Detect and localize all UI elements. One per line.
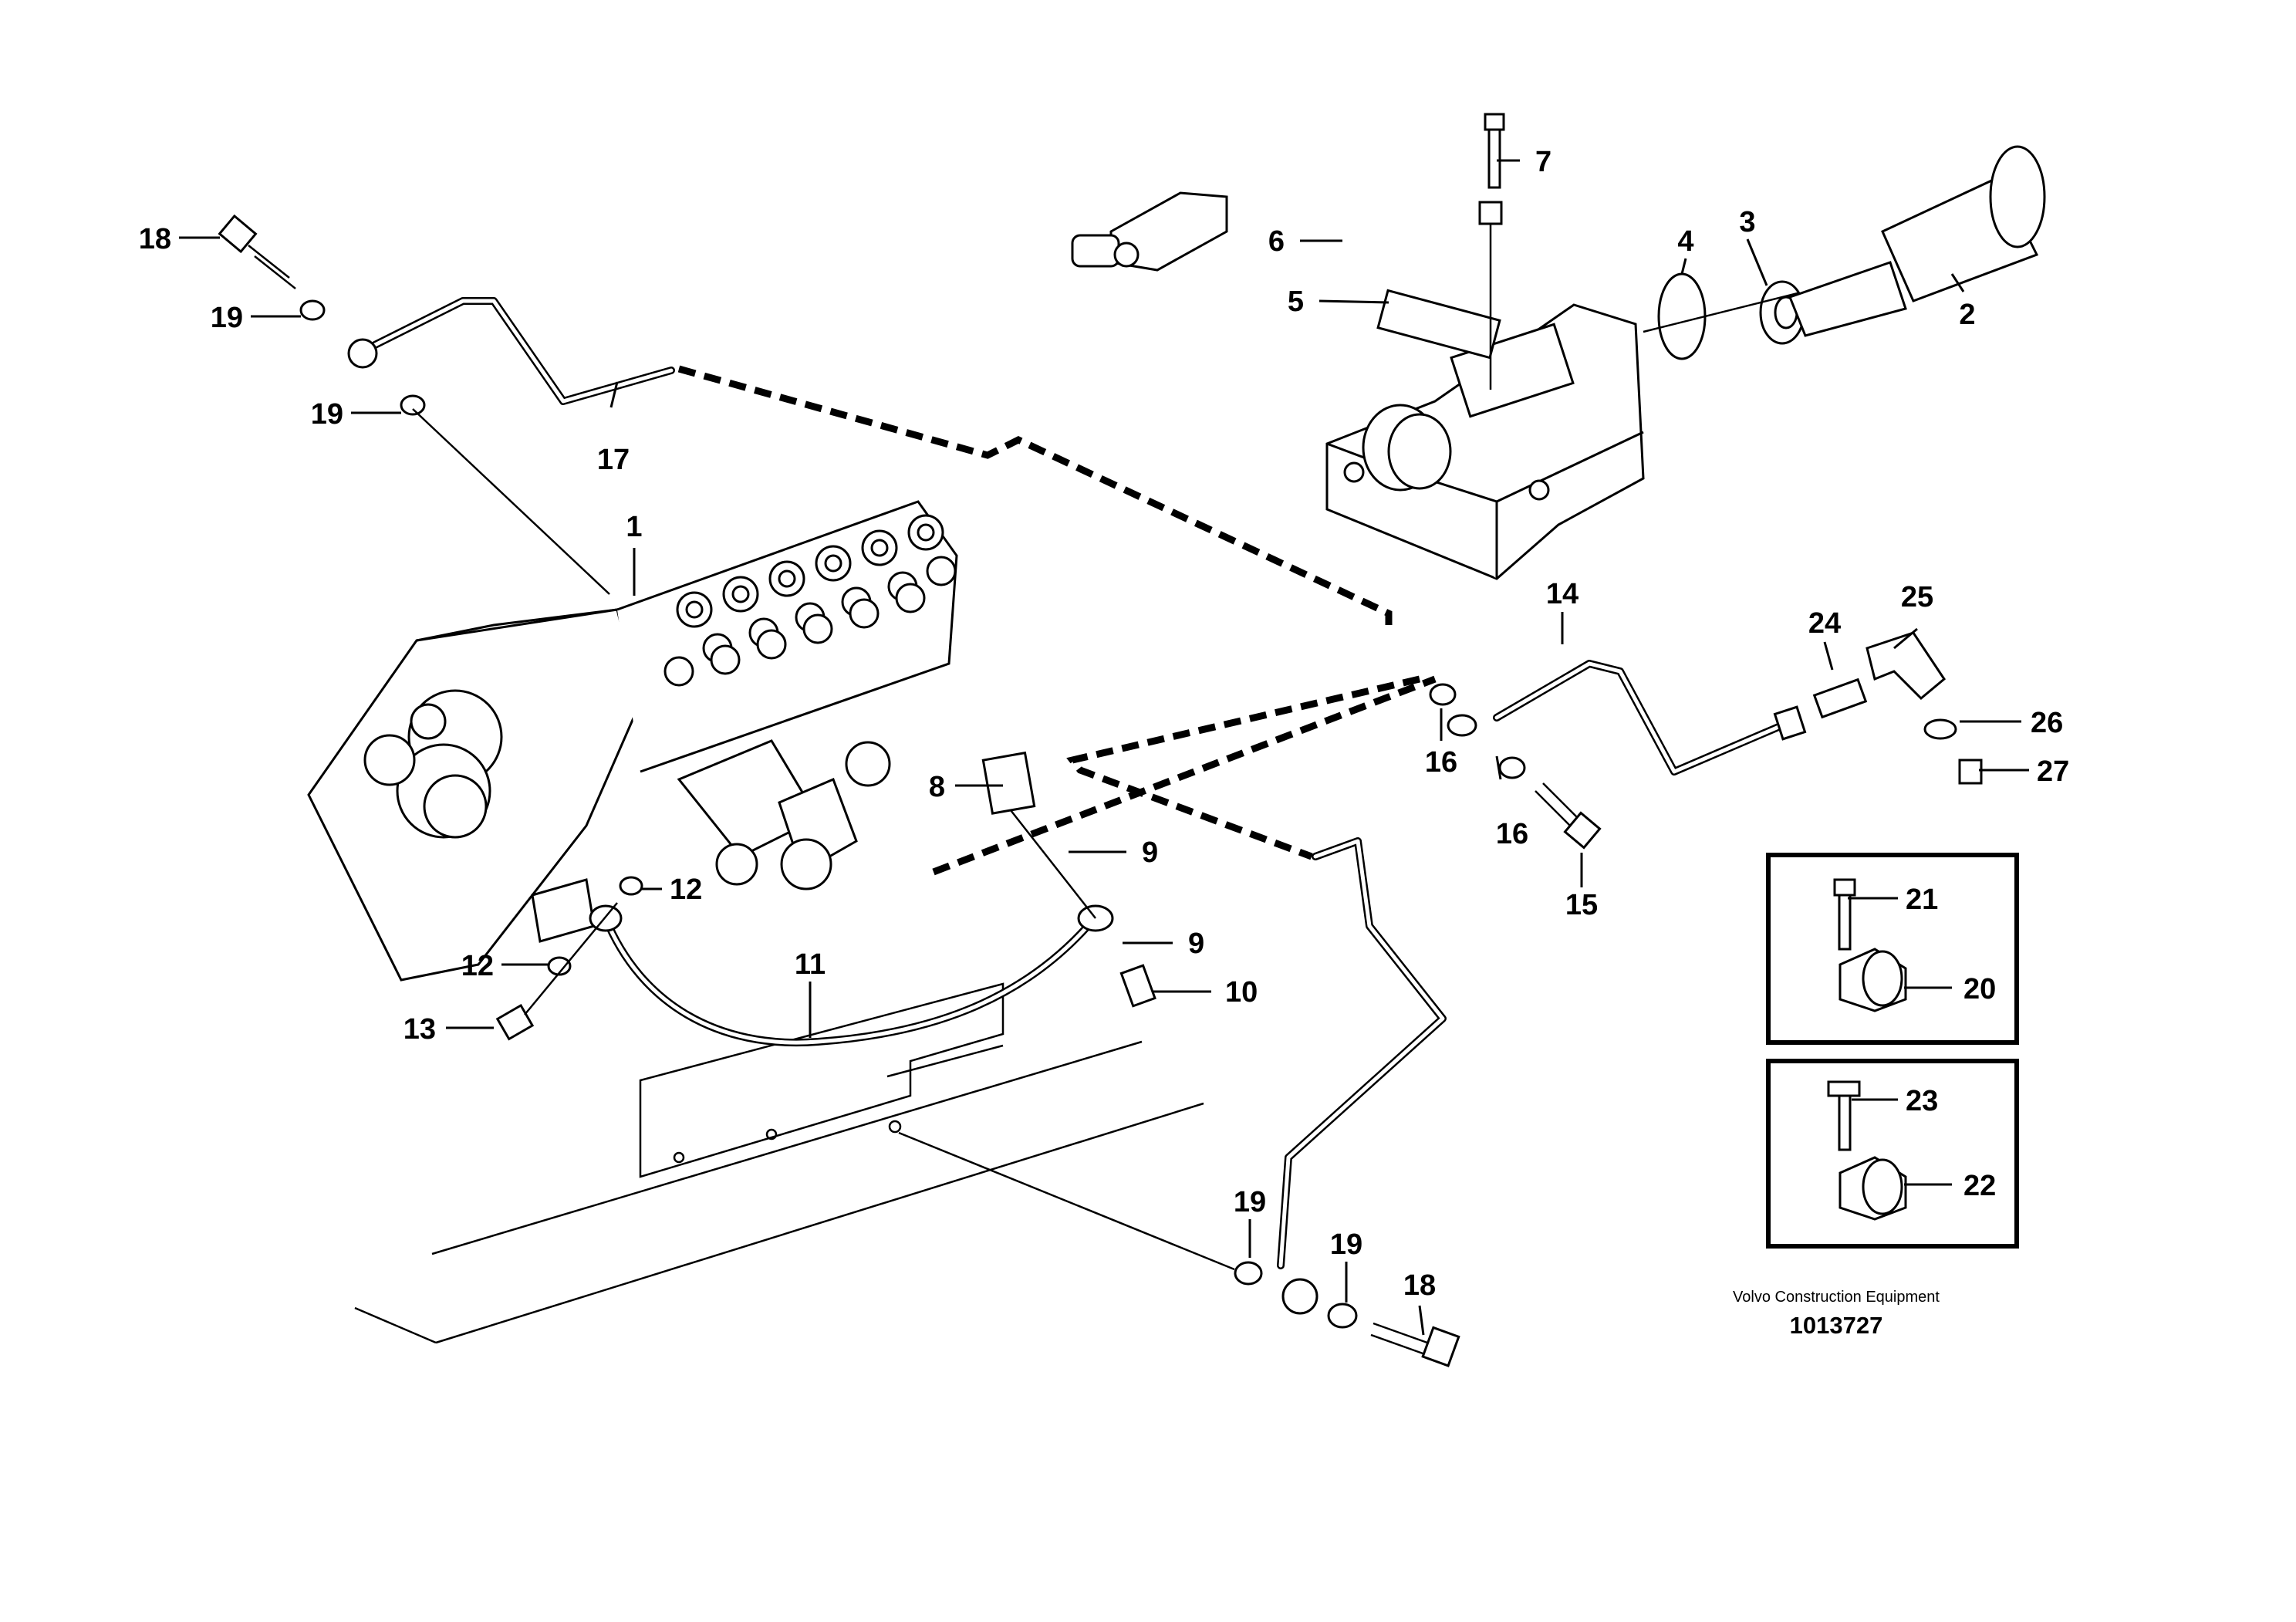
engine-frame (354, 982, 1204, 1344)
solenoid-valve-6 (1071, 191, 1501, 360)
callout-18b: 18 (1403, 1269, 1436, 1302)
fuel-pipe-14 (1493, 660, 1807, 776)
callout-24: 24 (1808, 607, 1841, 640)
callout-11: 11 (795, 948, 826, 981)
leader-lines (179, 159, 2029, 1336)
callout-labels: 1 2 3 4 5 6 7 8 9 9 10 11 12 12 13 14 15… (139, 146, 2070, 1302)
inset-box-22-23 (1766, 1059, 2019, 1249)
shaft-assembly (1643, 145, 2046, 360)
callout-1: 1 (626, 511, 642, 543)
callout-7: 7 (1535, 146, 1551, 178)
fuel-pipe-17 (347, 297, 675, 405)
callout-22: 22 (1963, 1170, 1996, 1202)
callout-25: 25 (1901, 581, 1933, 613)
callout-18a: 18 (139, 223, 171, 255)
callout-5: 5 (1288, 286, 1304, 318)
fuel-pipe-11 (589, 904, 1114, 1046)
callout-17: 17 (597, 444, 630, 476)
callout-16b: 16 (1496, 818, 1528, 850)
callout-8: 8 (929, 771, 945, 803)
connector-8 (981, 751, 1156, 1008)
washers-12-bolt-13 (495, 876, 643, 1041)
banjo-bolt-18-upper (218, 214, 426, 416)
washers-16-bolt-15 (1429, 683, 1602, 850)
callout-3: 3 (1739, 206, 1755, 238)
banjo-bolt-18-lower (898, 1131, 1460, 1367)
callout-19d: 19 (1330, 1228, 1362, 1261)
bolt-7 (1478, 113, 1505, 390)
brand-name: Volvo Construction Equipment (1733, 1289, 1940, 1306)
fittings-24-27 (1812, 631, 1983, 785)
inset-box-20-21 (1766, 853, 2019, 1045)
callout-13: 13 (403, 1013, 436, 1046)
callout-10: 10 (1225, 976, 1258, 1009)
callout-19a: 19 (211, 302, 243, 334)
diagram-number: 1013727 (1789, 1312, 1883, 1339)
callout-19b: 19 (311, 398, 343, 431)
callout-26: 26 (2031, 707, 2063, 739)
callout-27: 27 (2037, 755, 2069, 788)
callout-12a: 12 (670, 874, 702, 906)
fuel-pipe-return (1277, 837, 1447, 1315)
callout-20: 20 (1963, 973, 1996, 1005)
pump-elements (663, 514, 957, 687)
callout-9b: 9 (1188, 928, 1204, 960)
callout-15: 15 (1565, 889, 1598, 921)
callout-21: 21 (1906, 884, 1938, 916)
assembly-dashed-lines (677, 365, 1437, 876)
fuel-injection-pump (307, 500, 958, 982)
callout-16a: 16 (1425, 746, 1457, 779)
callout-19c: 19 (1234, 1186, 1266, 1218)
callout-6: 6 (1268, 225, 1285, 258)
callout-12b: 12 (461, 950, 494, 982)
brand-block: Volvo Construction Equipment 1013727 (1720, 1287, 1952, 1341)
callout-2: 2 (1959, 299, 1975, 331)
callout-23: 23 (1906, 1085, 1938, 1117)
governor-housing (1325, 303, 1645, 580)
callout-9a: 9 (1142, 836, 1158, 869)
callout-14: 14 (1546, 578, 1578, 610)
callout-4: 4 (1677, 225, 1693, 258)
